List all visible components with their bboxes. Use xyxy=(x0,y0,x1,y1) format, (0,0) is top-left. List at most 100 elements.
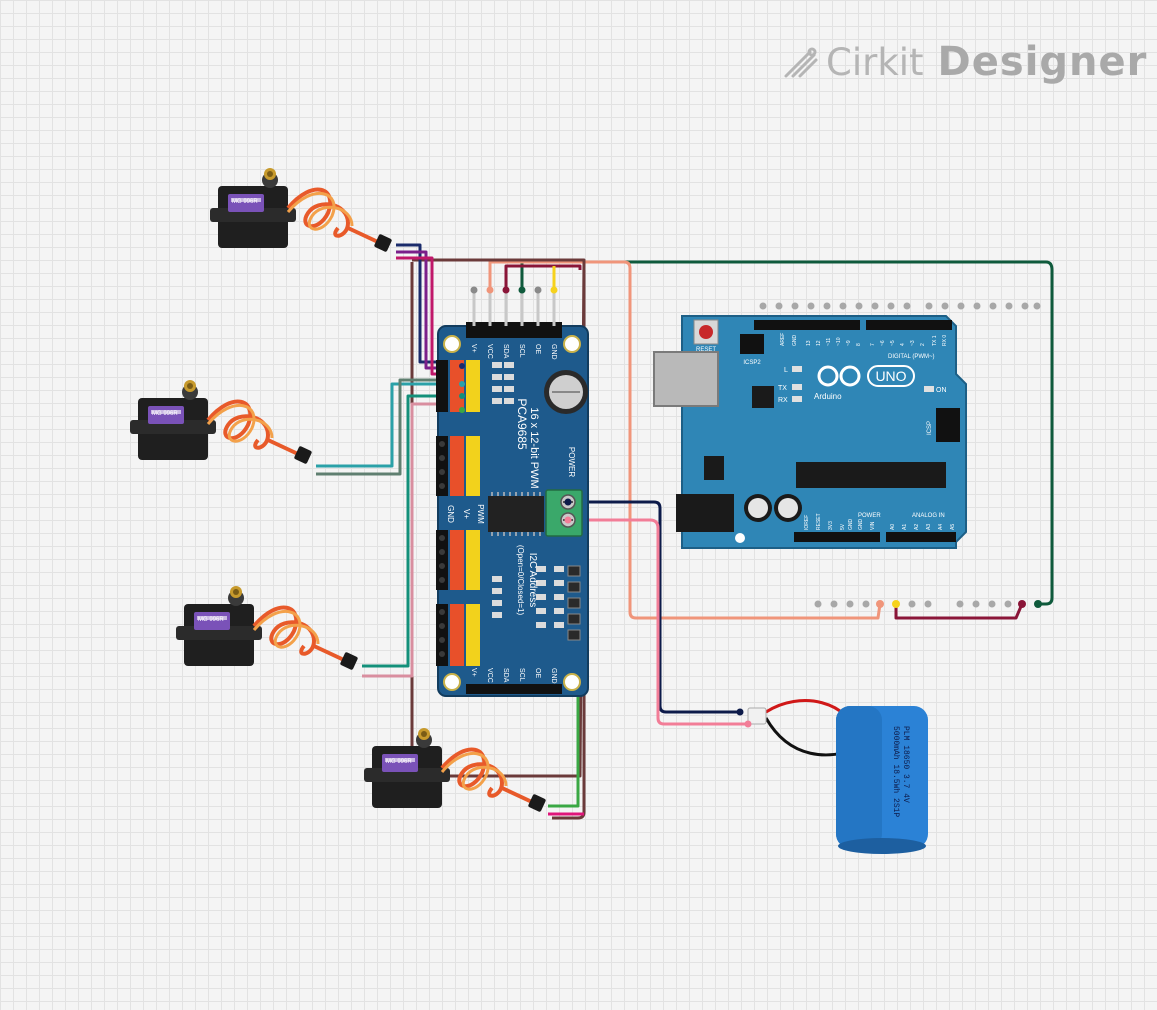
arduino-reset-button[interactable] xyxy=(699,325,713,339)
wire-brown-loop-2 xyxy=(552,270,586,820)
arduino-on-label: ON xyxy=(936,387,947,394)
arduino-pin-reset: RESET xyxy=(816,513,822,530)
pwm-pin-bottom-gnd: GND xyxy=(550,668,557,684)
arduino-led-tx-label: TX xyxy=(778,385,787,392)
servo-2-label: MG 996R xyxy=(152,411,178,417)
wire-vcc xyxy=(488,260,882,620)
arduino-pin-5v: 5V xyxy=(840,523,846,530)
arduino-pin-3v3: 3V3 xyxy=(828,521,834,530)
arduino-pin-ioref: IOREF xyxy=(804,515,810,530)
servo-1[interactable]: MG 996R xyxy=(208,166,395,255)
arduino-pin-d13: 13 xyxy=(806,340,812,346)
arduino-pin-vin: VIN xyxy=(870,521,876,530)
servo-1-label: MG 996R xyxy=(232,199,258,205)
arduino-usb-port xyxy=(653,351,719,407)
arduino-reset-label: RESET xyxy=(696,347,716,353)
pwm-open-label: (Open=0/Closed=1) xyxy=(516,545,525,616)
arduino-pin-a2: A2 xyxy=(914,524,920,530)
pwm-pin-bottom-vcc: VCC xyxy=(486,668,493,683)
arduino-power-header[interactable] xyxy=(794,532,880,542)
wire-sda xyxy=(504,264,582,290)
wire-sda-2 xyxy=(894,603,1024,620)
arduino-pin-a1: A1 xyxy=(902,524,908,530)
battery-label-2: 5000mAh 18.5Wh 2S1P xyxy=(891,726,900,817)
arduino-infinity-logo xyxy=(817,365,861,387)
arduino-pin-d4: 4 xyxy=(900,343,906,346)
arduino-pin-d11: ~11 xyxy=(826,338,832,346)
arduino-analog-header[interactable] xyxy=(886,532,956,542)
arduino-pin-d6: ~6 xyxy=(880,340,886,346)
arduino-pin-a4: A4 xyxy=(938,524,944,530)
pwm-side-vplus: V+ xyxy=(462,509,471,519)
pwm-power-terminal[interactable] xyxy=(545,489,583,537)
arduino-led-l-label: L xyxy=(784,367,788,374)
arduino-pin-rx0: RX 0 xyxy=(942,335,948,346)
arduino-brand-label: Arduino xyxy=(814,392,842,401)
arduino-digital-header-2[interactable] xyxy=(866,320,952,330)
arduino-pin-dots[interactable] xyxy=(759,302,1041,608)
pwm-pin-bottom-oe: OE xyxy=(534,668,541,678)
wire-servo2-teal xyxy=(316,382,462,468)
pwm-pin-top-sda: SDA xyxy=(502,344,509,359)
wire-scl xyxy=(520,260,1054,606)
arduino-pin-d10: ~10 xyxy=(836,337,842,346)
logo-product: Designer xyxy=(937,39,1148,85)
arduino-gnd-label: GND xyxy=(792,335,798,347)
servo-3-label: MG 996R xyxy=(198,617,224,623)
arduino-aref-label: AREF xyxy=(780,333,786,346)
pwm-pin-top-vcc: VCC xyxy=(486,344,493,359)
logo-brand: Cirkit xyxy=(826,40,924,84)
arduino-icsp2-label: ICSP2 xyxy=(743,360,761,366)
arduino-dc-jack xyxy=(676,494,734,532)
arduino-pin-a0: A0 xyxy=(890,524,896,530)
pwm-i2c-label: I2C Address xyxy=(527,553,538,607)
battery-pack[interactable]: PLM 18650 3.7 4V 5000mAh 18.5Wh 2S1P xyxy=(736,706,929,854)
pwm-capacitor xyxy=(544,370,588,414)
arduino-pin-d5: ~5 xyxy=(890,340,896,346)
wire-batt-pink xyxy=(568,518,748,726)
arduino-digital-header-1[interactable] xyxy=(754,320,860,330)
arduino-icsp-label: ICSP xyxy=(927,421,933,435)
arduino-pin-d2: 2 xyxy=(920,343,926,346)
pwm-pin-bottom-sda: SDA xyxy=(502,668,509,683)
pwm-pin-top-vplus: V+ xyxy=(470,344,477,353)
battery-label-1: PLM 18650 3.7 4V xyxy=(901,726,910,803)
pwm-servo-headers[interactable] xyxy=(436,360,480,666)
arduino-pin-a5: A5 xyxy=(950,524,956,530)
arduino-pin-d9: ~9 xyxy=(846,340,852,346)
arduino-connected-pins xyxy=(876,600,1042,608)
servo-3[interactable]: MG 996R xyxy=(174,584,361,673)
arduino-pin-gnd1: GND xyxy=(848,519,854,531)
pwm-pin-bottom-vplus: V+ xyxy=(470,668,477,677)
pca9685-board[interactable]: 16 x 12-bit PWM PCA9685 I2C Address (Ope… xyxy=(436,286,589,697)
arduino-analog-hdr-label: ANALOG IN xyxy=(912,513,945,519)
wire-batt-navy xyxy=(568,500,740,714)
arduino-uno[interactable]: RESET ICSP2 ICSP AREF GND DIGITAL (PWM~)… xyxy=(653,315,967,549)
pwm-side-gnd: GND xyxy=(446,505,455,523)
servo-4[interactable]: MG 996R xyxy=(362,726,549,815)
pwm-pin-top-oe: OE xyxy=(534,344,541,354)
arduino-pin-d3: ~3 xyxy=(910,340,916,346)
pwm-chip-label: PCA9685 xyxy=(515,398,529,450)
arduino-pin-gnd2: GND xyxy=(858,519,864,531)
pwm-title: 16 x 12-bit PWM xyxy=(528,407,540,488)
pwm-connection-nodes xyxy=(459,363,465,413)
pca9685-chip xyxy=(488,492,544,536)
cirkit-designer-logo: Cirkit Designer xyxy=(780,34,1147,90)
arduino-model-label: UNO xyxy=(875,368,906,384)
servo-2[interactable]: MG 996R xyxy=(128,378,315,467)
arduino-pin-d12: 12 xyxy=(816,340,822,346)
pwm-pin-top-scl: SCL xyxy=(518,344,525,358)
arduino-pin-tx1: TX 1 xyxy=(932,335,938,346)
pwm-side-pwm: PWM xyxy=(476,504,485,524)
pwm-pin-bottom-scl: SCL xyxy=(518,668,525,682)
cirkit-logo-icon xyxy=(784,47,818,78)
servo-4-label: MG 996R xyxy=(386,759,412,765)
pwm-power-label: POWER xyxy=(567,447,576,477)
arduino-pin-a3: A3 xyxy=(926,524,932,530)
pwm-pin-top-gnd: GND xyxy=(550,344,557,360)
pwm-top-header xyxy=(466,286,562,338)
arduino-pin-d7: 7 xyxy=(870,343,876,346)
arduino-led-rx-label: RX xyxy=(778,397,788,404)
